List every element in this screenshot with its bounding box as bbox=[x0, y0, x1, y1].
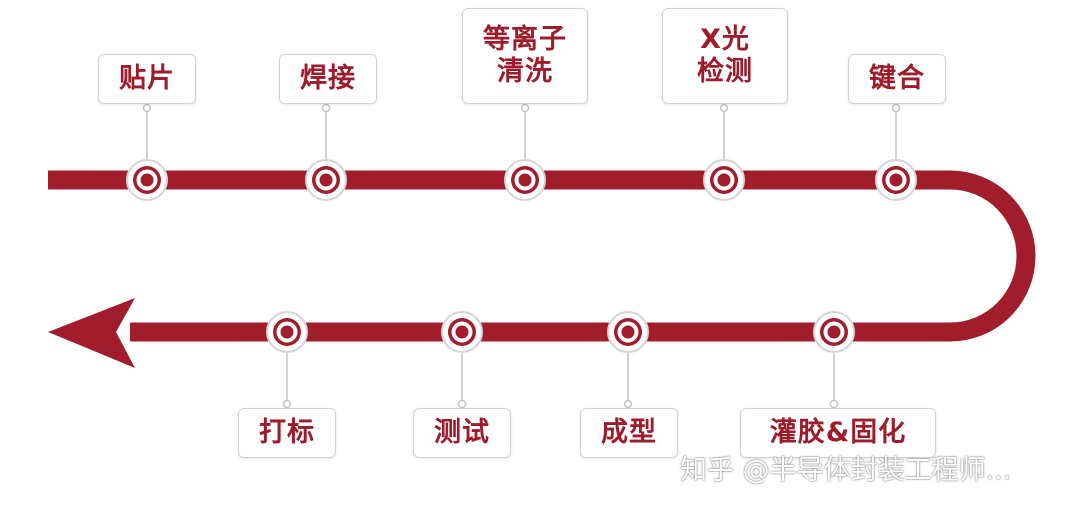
step-label-text: 焊接 bbox=[300, 63, 356, 94]
step-label-bonding: 键合 bbox=[848, 54, 946, 104]
connector-dot bbox=[623, 399, 633, 409]
step-label-plasma-cleaning: 等离子 清洗 bbox=[462, 8, 588, 104]
connector-dot bbox=[321, 103, 331, 113]
connector-lines bbox=[142, 103, 901, 409]
connector-dot bbox=[282, 399, 292, 409]
step-label-text: 等离子 清洗 bbox=[483, 24, 567, 87]
flow-arrowhead bbox=[48, 298, 135, 368]
connector-dot bbox=[891, 103, 901, 113]
step-node bbox=[875, 159, 917, 201]
connector-dot bbox=[457, 399, 467, 409]
step-label-marking: 打标 bbox=[238, 408, 336, 458]
step-label-testing: 测试 bbox=[413, 408, 511, 458]
step-node bbox=[305, 159, 347, 201]
connector-dot bbox=[520, 103, 530, 113]
step-label-welding: 焊接 bbox=[279, 54, 377, 104]
connector-dot bbox=[829, 399, 839, 409]
step-label-text: 打标 bbox=[259, 417, 315, 448]
step-label-text: 贴片 bbox=[119, 63, 175, 94]
step-node bbox=[504, 159, 546, 201]
step-node bbox=[703, 159, 745, 201]
step-label-potting-curing: 灌胶&固化 bbox=[740, 408, 936, 458]
step-label-text: 成型 bbox=[601, 417, 657, 448]
step-node bbox=[441, 311, 483, 353]
step-node bbox=[266, 311, 308, 353]
connector-dot bbox=[142, 103, 152, 113]
step-node bbox=[607, 311, 649, 353]
connector-dot bbox=[719, 103, 729, 113]
step-label-molding: 成型 bbox=[580, 408, 678, 458]
process-track bbox=[48, 170, 1036, 342]
watermark-text: 知乎 @半导体封装工程师... bbox=[680, 455, 1012, 486]
step-label-text: 灌胶&固化 bbox=[769, 417, 907, 448]
step-label-text: X光 检测 bbox=[697, 24, 753, 87]
step-label-text: 测试 bbox=[434, 417, 490, 448]
step-node bbox=[126, 159, 168, 201]
step-label-placement-smt: 贴片 bbox=[98, 54, 196, 104]
step-node bbox=[813, 311, 855, 353]
step-label-text: 键合 bbox=[869, 63, 925, 94]
step-label-xray-inspection: X光 检测 bbox=[662, 8, 788, 104]
step-nodes bbox=[126, 159, 917, 353]
